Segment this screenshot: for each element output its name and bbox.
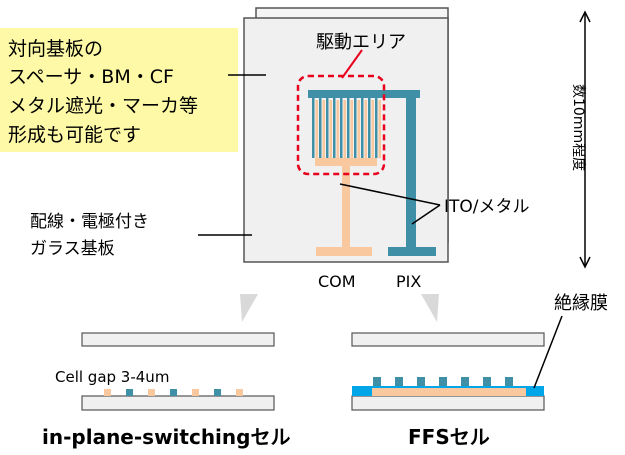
ips-electrode bbox=[192, 389, 199, 396]
insulating-label: 絶縁膜 bbox=[554, 293, 608, 314]
drive-area-label: 駆動エリア bbox=[316, 32, 406, 53]
ips-electrode bbox=[170, 389, 177, 396]
note-line-3: メタル遮光・マーカ等 bbox=[8, 95, 199, 117]
cell-gap-label: Cell gap 3-4um bbox=[55, 368, 169, 386]
com-finger bbox=[336, 100, 339, 158]
ffs-pointer bbox=[421, 294, 439, 322]
note-line-1: 対向基板の bbox=[8, 38, 104, 60]
com-finger bbox=[315, 100, 318, 158]
com-finger bbox=[343, 100, 346, 158]
pix-finger bbox=[340, 98, 343, 158]
insulating-leader bbox=[533, 315, 563, 389]
pix-finger bbox=[312, 98, 315, 158]
pix-finger bbox=[319, 98, 322, 158]
com-finger bbox=[371, 100, 374, 158]
pix-fingers bbox=[312, 98, 378, 158]
ips-pointer bbox=[240, 294, 258, 322]
com-finger bbox=[350, 100, 353, 158]
pix-finger bbox=[333, 98, 336, 158]
ito-leader-pix bbox=[411, 204, 441, 225]
ffs-bottom-glass bbox=[351, 395, 545, 411]
drive-area-leader bbox=[341, 49, 363, 79]
pix-finger bbox=[326, 98, 329, 158]
ips-electrodes bbox=[104, 389, 243, 396]
ips-bottom-glass bbox=[81, 395, 275, 411]
drive-area-box bbox=[296, 74, 386, 176]
com-pad bbox=[316, 247, 372, 256]
com-finger bbox=[329, 100, 332, 158]
ffs-pix-electrode bbox=[483, 377, 491, 386]
ffs-pix-electrode bbox=[417, 377, 425, 386]
com-finger bbox=[322, 100, 325, 158]
pix-pad bbox=[388, 247, 436, 256]
ips-electrode bbox=[236, 389, 243, 396]
com-finger bbox=[364, 100, 367, 158]
ffs-electrodes bbox=[373, 377, 513, 386]
dimension-arrow-head-bottom bbox=[579, 256, 591, 269]
ips-top-glass bbox=[81, 332, 275, 347]
pix-lead bbox=[406, 90, 416, 250]
com-finger bbox=[357, 100, 360, 158]
com-lead bbox=[342, 160, 350, 250]
ips-electrode bbox=[104, 389, 111, 396]
dimension-label: 数10mm程度 bbox=[570, 84, 586, 171]
ffs-pix-electrode bbox=[395, 377, 403, 386]
ips-electrode bbox=[148, 389, 155, 396]
glass-label-line-2: ガラス基板 bbox=[30, 239, 115, 259]
com-finger bbox=[378, 100, 381, 158]
ffs-pix-electrode bbox=[373, 377, 381, 386]
dimension-arrow-head-top bbox=[579, 10, 591, 23]
ffs-pix-electrode bbox=[461, 377, 469, 386]
pix-finger bbox=[347, 98, 350, 158]
note-line-2: スペーサ・BM・CF bbox=[8, 66, 174, 88]
ips-electrode bbox=[214, 389, 221, 396]
glass-label-line-1: 配線・電極付き bbox=[30, 212, 149, 232]
note-line-4: 形成も可能です bbox=[8, 124, 142, 146]
pix-finger bbox=[354, 98, 357, 158]
pix-finger bbox=[368, 98, 371, 158]
com-bus bbox=[315, 158, 377, 166]
ffs-caption: FFSセル bbox=[408, 425, 490, 449]
com-label: COM bbox=[318, 272, 356, 291]
pix-label: PIX bbox=[396, 272, 421, 291]
pix-bus bbox=[308, 90, 420, 98]
pix-finger bbox=[361, 98, 364, 158]
ffs-pix-electrode bbox=[439, 377, 447, 386]
ffs-pix-electrode bbox=[505, 377, 513, 386]
ffs-top-glass bbox=[351, 332, 545, 347]
ips-electrode bbox=[126, 389, 133, 396]
pix-finger bbox=[375, 98, 378, 158]
note-box: 対向基板の スペーサ・BM・CF メタル遮光・マーカ等 形成も可能です bbox=[0, 28, 238, 152]
ito-leader-com bbox=[339, 183, 441, 206]
ito-label: ITO/メタル bbox=[444, 197, 530, 217]
ips-caption: in-plane-switchingセル bbox=[42, 425, 291, 449]
com-fingers bbox=[315, 100, 381, 158]
ffs-com-plane bbox=[372, 388, 526, 396]
